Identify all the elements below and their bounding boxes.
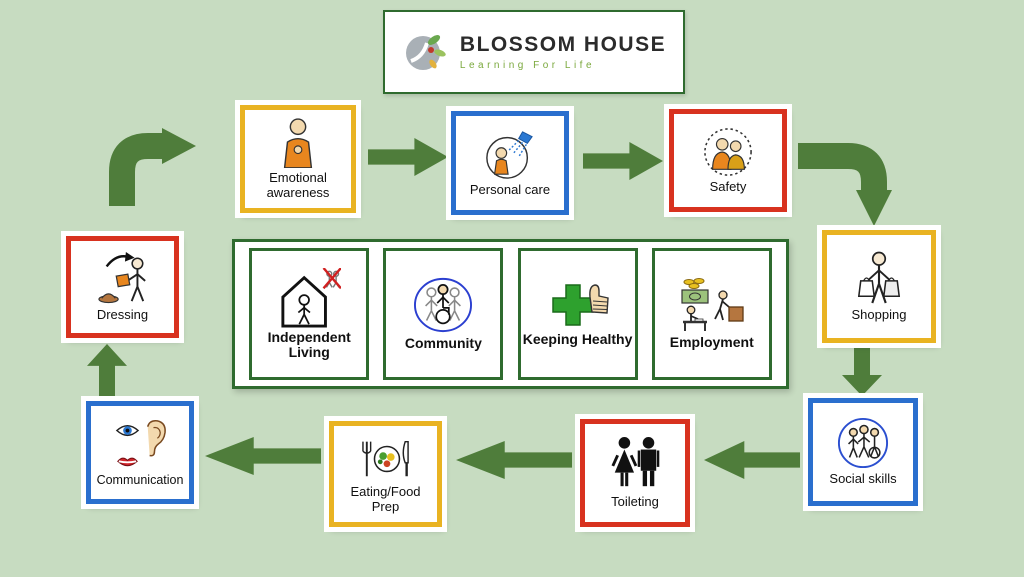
arrow-communication-to-dressing — [87, 344, 127, 396]
arrow-toileting-to-eating — [456, 441, 572, 479]
center-node-keeping-healthy: Keeping Healthy — [517, 248, 638, 380]
arrow-social-to-toileting — [704, 441, 800, 479]
center-node-label: Community — [404, 335, 482, 352]
independent-living-icon — [281, 267, 342, 328]
node-shopping: Shopping — [822, 230, 936, 343]
arrow-safety-to-shopping — [798, 136, 894, 228]
center-panel: Independent Living Community — [232, 239, 789, 389]
community-icon — [414, 278, 473, 333]
center-node-label: Keeping Healthy — [522, 331, 633, 348]
node-safety: Safety — [669, 109, 787, 212]
employment-icon — [681, 278, 744, 332]
arrow-emotional-to-personal — [368, 138, 448, 176]
blossom-flower-icon — [405, 35, 446, 70]
node-dressing: Dressing — [66, 236, 179, 338]
node-label: Safety — [709, 178, 747, 194]
arrow-shopping-to-social — [842, 346, 882, 396]
node-label: Eating/Food Prep — [350, 483, 421, 514]
node-label: Communication — [96, 473, 184, 487]
emotional-awareness-icon — [283, 118, 313, 168]
node-label: Social skills — [829, 471, 897, 487]
logo-title: BLOSSOM HOUSE — [459, 33, 667, 56]
toileting-icon — [611, 437, 660, 487]
center-node-label: Independent Living — [267, 328, 351, 360]
social-skills-icon — [837, 418, 889, 469]
safety-icon — [704, 127, 752, 176]
node-eating-food-prep: Eating/Food Prep — [329, 421, 442, 527]
node-personal-care: Personal care — [451, 111, 569, 215]
shopping-icon — [857, 251, 901, 304]
personal-care-icon — [486, 131, 533, 180]
node-label: Toileting — [611, 494, 659, 510]
logo-box: BLOSSOM HOUSE Learning For Life — [383, 10, 685, 94]
dressing-icon — [97, 252, 146, 304]
keeping-healthy-icon — [551, 284, 609, 327]
node-label: Emotional awareness — [266, 169, 330, 200]
node-label: Personal care — [469, 182, 551, 198]
center-node-employment: Employment — [651, 248, 772, 380]
arrow-personal-to-safety — [583, 142, 663, 180]
center-node-label: Employment — [669, 334, 754, 351]
node-toileting: Toileting — [580, 419, 690, 527]
node-emotional-awareness: Emotional awareness — [240, 105, 356, 213]
node-communication: Communication — [86, 401, 194, 504]
node-label: Dressing — [96, 307, 149, 323]
communication-icon — [115, 419, 166, 467]
node-social-skills: Social skills — [808, 398, 918, 506]
center-node-independent-living: Independent Living — [249, 248, 370, 380]
center-node-community: Community — [383, 248, 504, 380]
logo-subtitle: Learning For Life — [459, 60, 596, 71]
eating-food-prep-icon — [361, 440, 409, 477]
arrow-dressing-to-top — [106, 126, 198, 206]
arrow-eating-to-communication — [205, 437, 321, 475]
node-label: Shopping — [851, 306, 907, 322]
